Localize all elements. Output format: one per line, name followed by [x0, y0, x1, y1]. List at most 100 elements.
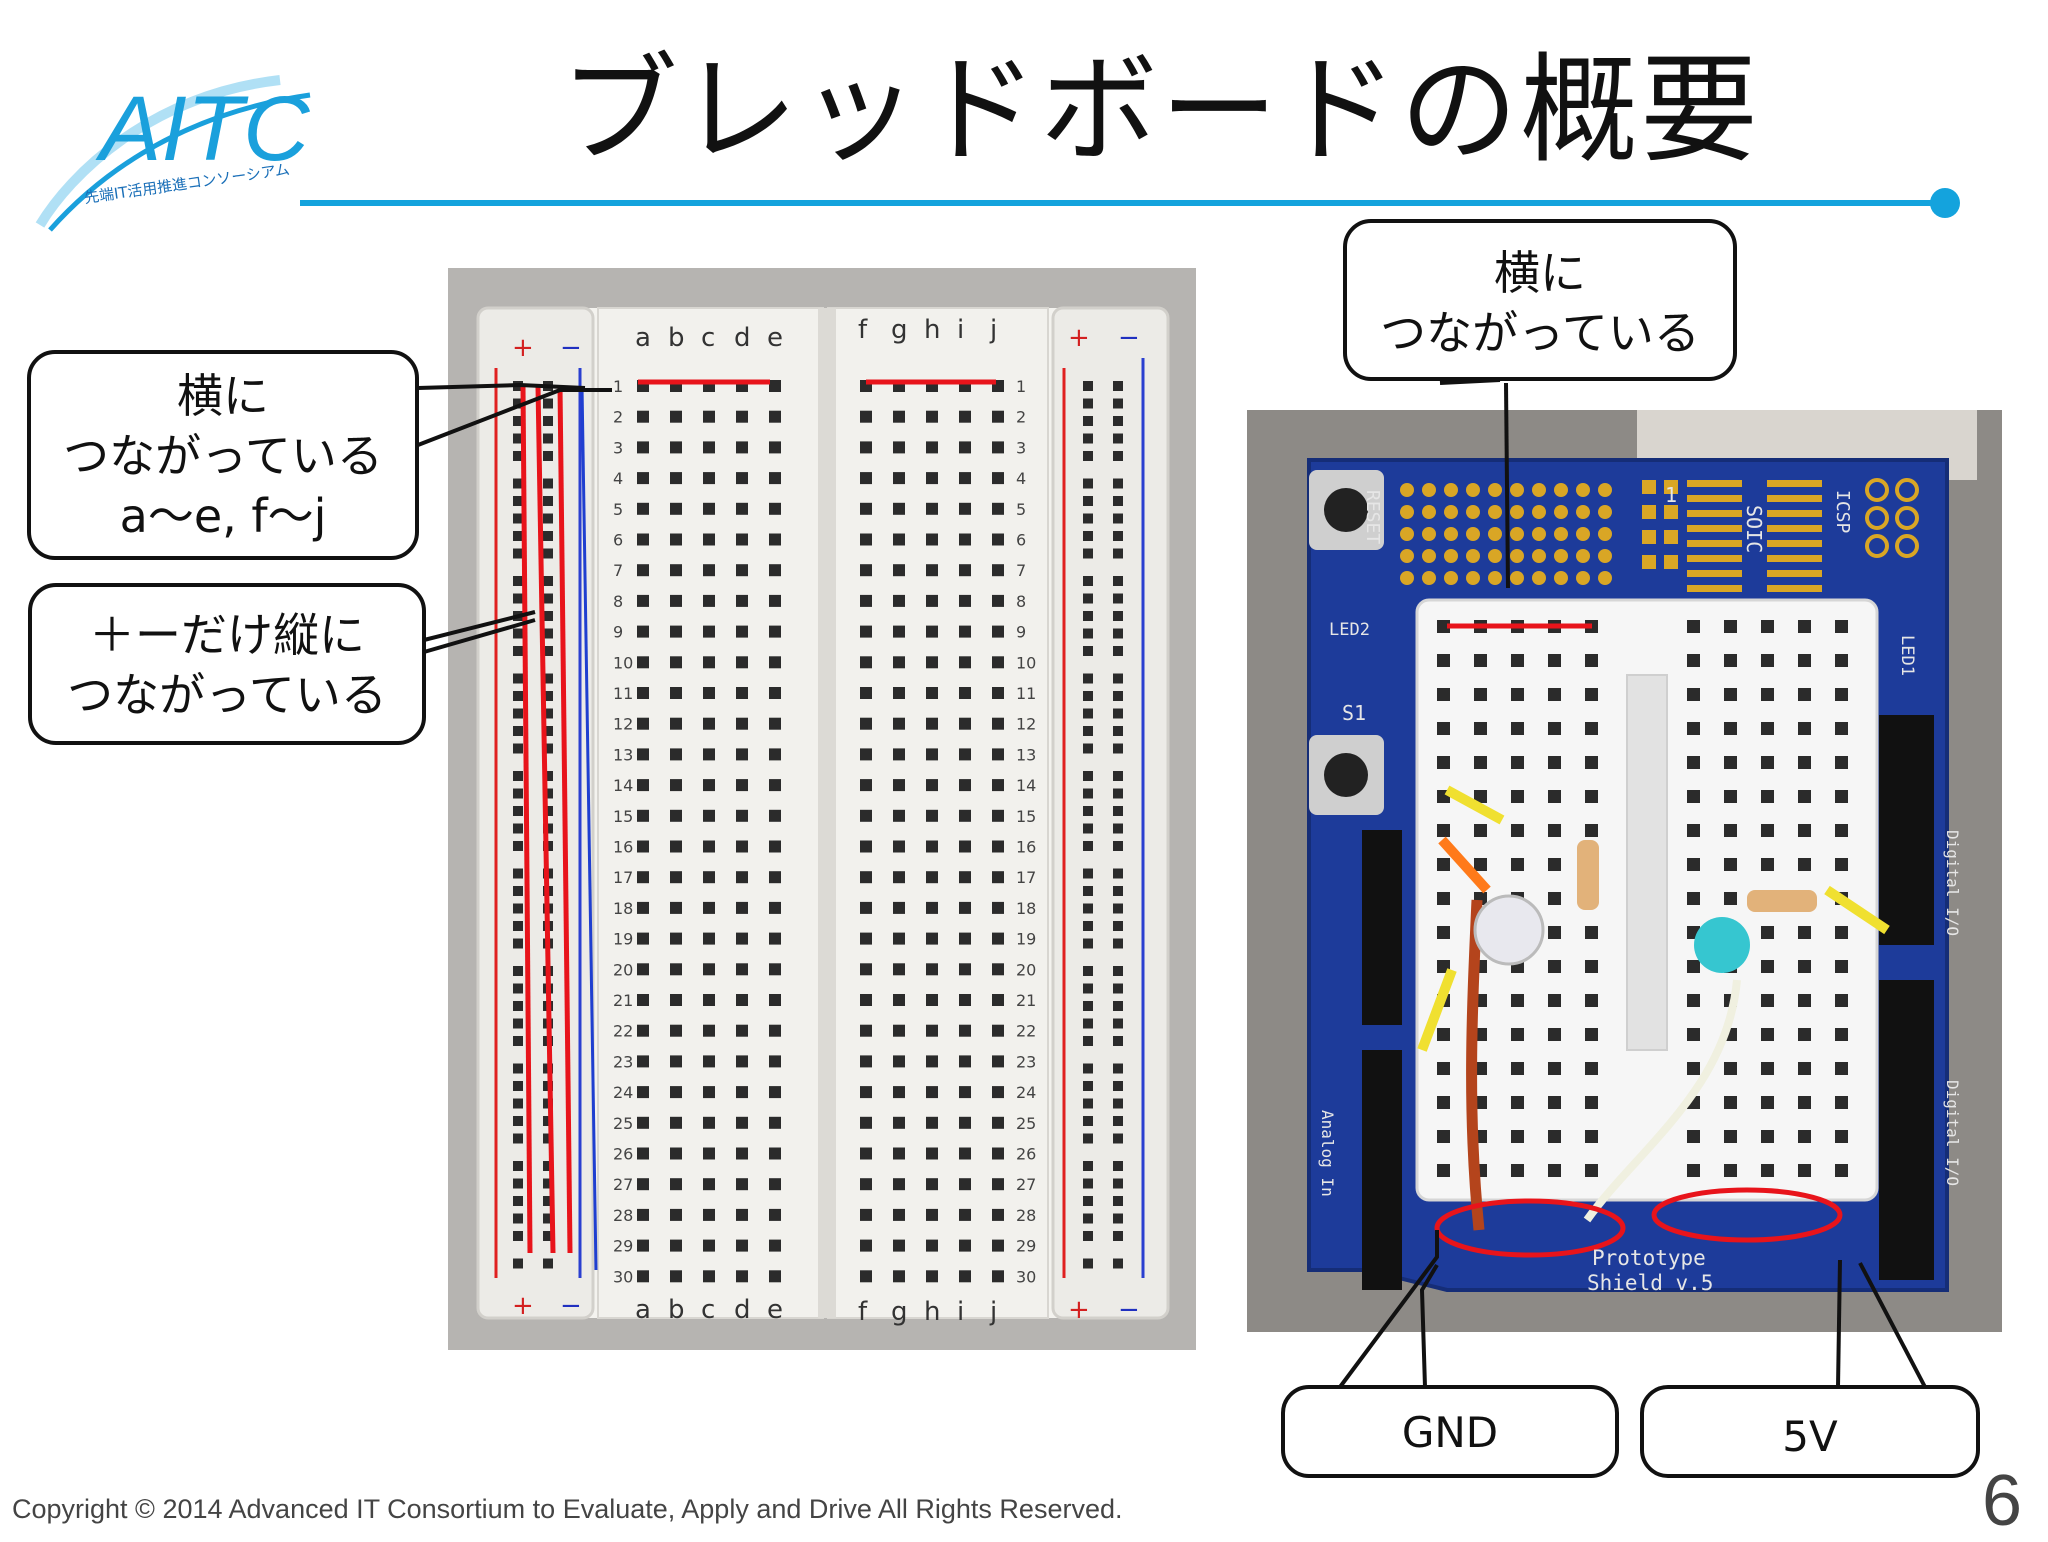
- row-number: 18: [1016, 899, 1036, 918]
- row-number: 2: [1016, 408, 1026, 427]
- row-number: 13: [1016, 745, 1036, 764]
- row-number: 15: [613, 807, 633, 826]
- row-number: 9: [613, 623, 623, 642]
- row-number: 28: [1016, 1206, 1036, 1225]
- callout-line: 横に: [1494, 246, 1586, 300]
- row-number: 8: [613, 592, 623, 611]
- silk-reset: RESET: [1362, 490, 1383, 544]
- row-number: 11: [613, 684, 633, 703]
- silk-shield: Shield v.5: [1587, 1271, 1713, 1295]
- callout-horizontal-shield: 横に つながっている: [1343, 219, 1737, 381]
- aitc-logo: AITC 先端IT活用推進コンソーシアム: [35, 75, 311, 232]
- column-letter: e: [767, 323, 783, 353]
- column-letter: b: [668, 323, 685, 353]
- annot-rail-line-1: [520, 385, 533, 1254]
- row-number: 30: [613, 1267, 633, 1286]
- row-number: 22: [1016, 1022, 1036, 1041]
- callout-line: つながっている: [67, 668, 387, 722]
- row-number: 18: [613, 899, 633, 918]
- slide-title: ブレッドボードの概要: [560, 41, 1761, 179]
- title-underline-dot: [1930, 188, 1960, 218]
- row-number: 23: [1016, 1052, 1036, 1071]
- callout-vertical-rails: ＋ーだけ縦に つながっている: [28, 583, 426, 745]
- row-number: 5: [1016, 500, 1026, 519]
- row-number: 17: [613, 868, 633, 887]
- row-number: 24: [1016, 1083, 1036, 1102]
- callout-line: a〜e, f〜j: [119, 489, 327, 543]
- column-letter: g: [891, 1297, 908, 1327]
- row-number: 14: [613, 776, 633, 795]
- row-number: 22: [613, 1022, 633, 1041]
- column-letter: h: [924, 315, 940, 345]
- rail-plus-bottom-right: +: [1068, 1295, 1090, 1325]
- row-number: 20: [613, 960, 633, 979]
- column-letter: a: [635, 323, 651, 353]
- callout-line: つながっている: [1380, 306, 1700, 360]
- row-number: 26: [613, 1145, 633, 1164]
- column-letter: c: [701, 1295, 715, 1325]
- rail-minus-top-left: −: [560, 333, 582, 363]
- row-number: 12: [613, 715, 633, 734]
- 5v-label: 5V: [1782, 1412, 1838, 1461]
- row-number: 10: [613, 653, 633, 672]
- callout-line: 横に: [177, 369, 269, 423]
- column-letter: h: [924, 1297, 940, 1327]
- callout-gnd: GND: [1281, 1385, 1619, 1478]
- silk-digital-io-2: Digital I/O: [1943, 1080, 1962, 1186]
- row-number: 16: [1016, 838, 1036, 857]
- column-letter: j: [989, 315, 997, 345]
- copyright-notice: Copyright © 2014 Advanced IT Consortium …: [12, 1494, 1123, 1524]
- row-number: 27: [1016, 1175, 1036, 1194]
- row-numbers-left: 1234567891011121314151617181920212223242…: [613, 377, 633, 1286]
- column-letter: f: [858, 1297, 868, 1327]
- row-number: 5: [613, 500, 623, 519]
- annot-rail-line-blue: [580, 385, 598, 1271]
- row-number: 3: [613, 438, 623, 457]
- silk-led1: LED1: [1897, 635, 1917, 676]
- row-number: 25: [613, 1114, 633, 1133]
- rail-minus-top-right: −: [1118, 323, 1140, 353]
- row-number: 1: [1016, 377, 1026, 396]
- row-number: 21: [1016, 991, 1036, 1010]
- gnd-highlight: [1434, 1198, 1626, 1258]
- row-number: 26: [1016, 1145, 1036, 1164]
- row-number: 14: [1016, 776, 1036, 795]
- row-number: 15: [1016, 807, 1036, 826]
- rail-plus-bottom-left: +: [512, 1291, 534, 1321]
- silk-analog-in: Analog In: [1318, 1110, 1337, 1197]
- row-number: 4: [1016, 469, 1026, 488]
- callout-5v: 5V: [1640, 1385, 1980, 1478]
- row-number: 25: [1016, 1114, 1036, 1133]
- page-number: 6: [1982, 1461, 2023, 1541]
- row-number: 10: [1016, 653, 1036, 672]
- rail-minus-bottom-right: −: [1118, 1295, 1140, 1325]
- 5v-highlight: [1651, 1187, 1843, 1243]
- row-number: 9: [1016, 623, 1026, 642]
- row-number: 19: [613, 930, 633, 949]
- column-letter: i: [957, 1297, 964, 1327]
- callout-line: ＋ーだけ縦に: [89, 608, 365, 662]
- row-number: 17: [1016, 868, 1036, 887]
- row-number: 2: [613, 408, 623, 427]
- annot-rail-line-2: [535, 385, 556, 1254]
- column-letter: f: [858, 315, 868, 345]
- row-number: 1: [613, 377, 623, 396]
- logo-wordmark: AITC: [95, 78, 310, 180]
- row-number: 21: [613, 991, 633, 1010]
- row-number: 4: [613, 469, 623, 488]
- silk-soic: SOIC: [1742, 505, 1766, 553]
- column-letter: g: [891, 315, 908, 345]
- silk-digital-io-1: Digital I/O: [1943, 830, 1962, 936]
- silk-prototype: Prototype: [1592, 1246, 1706, 1270]
- rail-plus-top-right: +: [1068, 323, 1090, 353]
- column-letter: a: [635, 1295, 651, 1325]
- breadboard-illustration: 1234567891011121314151617181920212223242…: [448, 268, 1196, 1350]
- proto-pads: [1400, 478, 1919, 592]
- column-letter: d: [734, 323, 751, 353]
- callout-line: つながっている: [63, 429, 383, 483]
- column-letter: d: [734, 1295, 751, 1325]
- row-number: 16: [613, 838, 633, 857]
- silk-soic-pin1: 1: [1665, 483, 1677, 507]
- silk-icsp: ICSP: [1832, 490, 1853, 534]
